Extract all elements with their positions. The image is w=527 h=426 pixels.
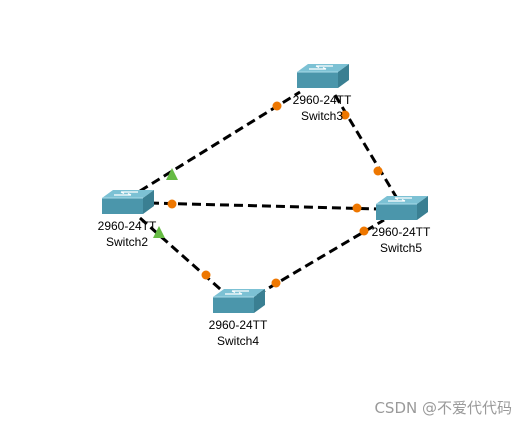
links-layer — [139, 90, 400, 304]
device-name-label: Switch3 — [301, 109, 343, 123]
watermark-text: CSDN @不爱代代码 — [374, 399, 512, 417]
devices-layer: 2960-24TTSwitch32960-24TTSwitch22960-24T… — [98, 63, 431, 348]
port-down-icon — [340, 110, 350, 120]
link-switch2-switch4[interactable] — [139, 216, 229, 298]
device-switch4[interactable]: 2960-24TT Switch4 — [209, 288, 268, 348]
port-down-icon — [167, 199, 177, 209]
device-switch5[interactable]: 2960-24TT Switch5 — [372, 195, 431, 255]
device-name-label: Switch4 — [217, 334, 259, 348]
switch-icon[interactable] — [375, 195, 429, 221]
device-model-label: 2960-24TT — [372, 225, 431, 239]
switch-icon[interactable] — [296, 63, 350, 89]
port-down-icon — [359, 226, 369, 236]
port-down-icon — [201, 270, 211, 280]
port-up-icon — [166, 168, 178, 180]
port-down-icon — [272, 101, 282, 111]
port-up-icon — [153, 226, 165, 238]
device-model-label: 2960-24TT — [209, 318, 268, 332]
device-switch2[interactable]: 2960-24TT Switch2 — [98, 189, 157, 249]
device-name-label: Switch2 — [106, 235, 148, 249]
port-down-icon — [271, 278, 281, 288]
switch-icon[interactable] — [212, 288, 266, 314]
device-model-label: 2960-24TT — [98, 219, 157, 233]
device-switch3[interactable]: 2960-24TT Switch3 — [293, 63, 352, 123]
port-down-icon — [352, 203, 362, 213]
device-name-label: Switch5 — [380, 241, 422, 255]
device-model-label: 2960-24TT — [293, 93, 352, 107]
switch-icon[interactable] — [101, 189, 155, 215]
link-switch2-switch5[interactable] — [149, 201, 381, 211]
port-down-icon — [373, 166, 383, 176]
